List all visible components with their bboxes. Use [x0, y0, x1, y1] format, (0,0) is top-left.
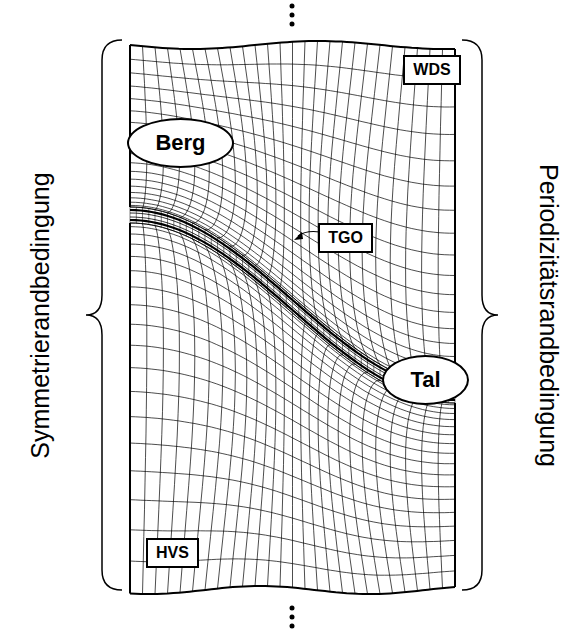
mesh-line	[438, 402, 442, 588]
mesh-line	[301, 41, 305, 308]
mesh-line	[280, 302, 284, 586]
node-label: HVS	[156, 544, 189, 562]
mesh-line	[328, 42, 343, 339]
mesh-line	[373, 361, 374, 377]
mesh-line	[173, 215, 174, 231]
mesh-line	[142, 208, 143, 224]
node-label: TGO	[328, 229, 363, 247]
mesh-line	[273, 281, 274, 297]
boundary-condition-label: Periodizitätsrandbedingung	[534, 164, 563, 467]
mesh-line	[230, 246, 231, 262]
mesh-line	[390, 393, 405, 593]
mesh-line	[330, 329, 331, 345]
mesh-line	[255, 281, 267, 586]
mesh-line	[268, 44, 276, 276]
mesh-line	[406, 397, 418, 591]
mesh-line	[422, 49, 430, 385]
mesh-line	[336, 334, 337, 350]
mesh-line	[309, 41, 317, 319]
mesh-line	[361, 353, 362, 369]
mesh-line	[129, 223, 131, 593]
mesh-line	[129, 45, 131, 207]
region-ellipse: Tal	[382, 355, 469, 405]
mesh-line	[309, 335, 317, 591]
mesh-line	[367, 357, 368, 373]
mesh-line	[301, 324, 305, 589]
mesh-line	[380, 364, 381, 380]
mesh-line	[255, 45, 267, 265]
mesh-line	[236, 250, 237, 266]
node-label: Tal	[410, 367, 440, 393]
mesh-line	[186, 220, 187, 236]
material-box: HVS	[146, 538, 199, 568]
mesh-line	[350, 44, 368, 357]
mesh-line	[454, 403, 456, 587]
mesh-line	[161, 211, 162, 227]
mesh-line	[323, 324, 324, 340]
mesh-line	[355, 348, 356, 364]
mesh-line	[243, 46, 258, 255]
mesh-line	[211, 233, 212, 249]
mesh-line	[205, 230, 206, 246]
mesh-line	[311, 313, 312, 329]
mesh-line	[217, 237, 218, 253]
mesh-line	[454, 49, 456, 387]
mesh-line	[268, 292, 276, 587]
region-ellipse: Berg	[127, 118, 234, 168]
mesh-line	[167, 213, 168, 229]
mesh-line	[261, 270, 262, 286]
mesh-line	[376, 46, 393, 371]
mesh-line	[338, 43, 355, 349]
mesh-line	[292, 297, 293, 313]
mesh-line	[130, 207, 131, 223]
mesh-line	[317, 319, 318, 335]
mesh-line	[286, 292, 287, 308]
material-box: TGO	[318, 223, 373, 253]
mesh-line	[318, 41, 330, 329]
mesh-line	[305, 308, 306, 324]
mesh-line	[180, 217, 181, 233]
node-label: Berg	[155, 130, 205, 156]
tgo-leader-arrow	[294, 232, 320, 241]
node-label: WDS	[413, 61, 450, 79]
mesh-line	[192, 223, 193, 239]
material-box: WDS	[403, 55, 461, 85]
mesh-line	[223, 242, 224, 258]
mesh-line	[342, 339, 343, 355]
continuation-dots	[290, 4, 295, 629]
mesh-line	[318, 345, 330, 592]
mesh-line	[390, 47, 405, 377]
mesh-line	[205, 246, 223, 590]
mesh-line	[136, 207, 137, 223]
mesh-line	[230, 262, 247, 588]
boundary-condition-label: Symmetrierandbedingung	[26, 172, 55, 458]
mesh-line	[438, 49, 442, 386]
mesh-line	[248, 260, 249, 276]
mesh-line	[148, 209, 149, 225]
mesh-line	[255, 265, 256, 281]
mesh-line	[376, 387, 393, 593]
right-brace	[462, 40, 498, 590]
mesh-line	[155, 210, 156, 226]
mesh-line	[422, 400, 430, 589]
mesh-line	[267, 276, 268, 292]
mesh-line	[280, 286, 281, 302]
mesh-line	[298, 302, 299, 318]
mesh-line	[242, 255, 243, 271]
mesh-line	[292, 313, 293, 588]
mesh-line	[218, 253, 236, 588]
mesh-line	[348, 344, 349, 360]
mesh-line	[292, 42, 293, 297]
mesh-line	[280, 43, 284, 287]
mesh-line	[198, 226, 199, 242]
left-brace	[86, 40, 122, 590]
mesh-line	[243, 271, 258, 586]
mesh-line	[406, 48, 418, 381]
